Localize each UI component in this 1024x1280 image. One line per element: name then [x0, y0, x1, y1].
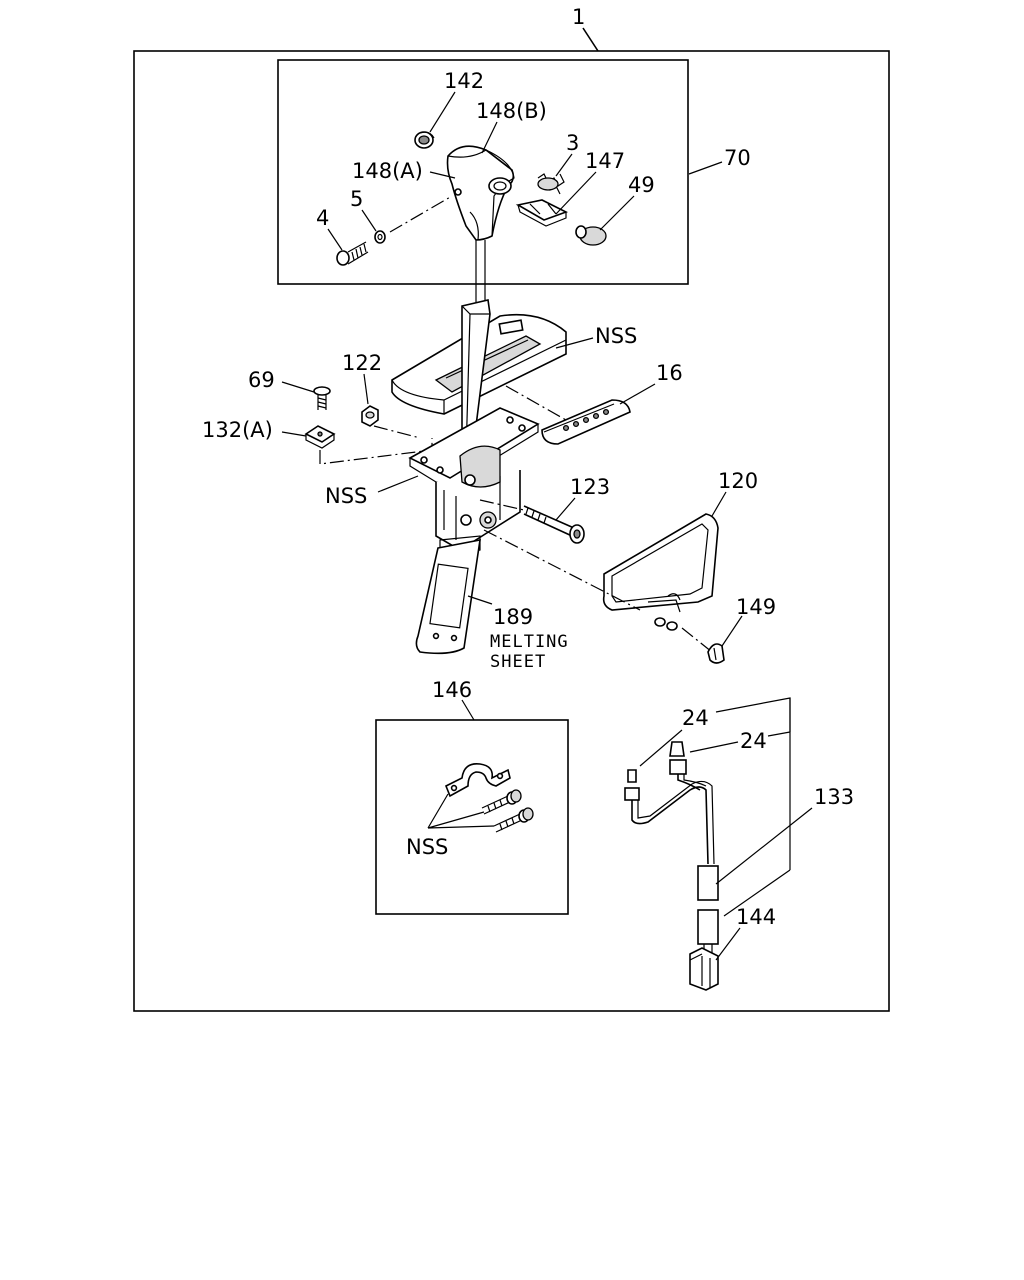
label-70: 70	[724, 146, 751, 170]
melting-sheet-189	[415, 539, 481, 655]
bracket-line-bottom	[723, 869, 791, 917]
axis-bolt-123	[479, 499, 525, 511]
label-5: 5	[350, 187, 363, 211]
label-122: 122	[342, 351, 382, 375]
shift-knob	[446, 145, 515, 241]
leader-nss-bezel	[555, 337, 594, 349]
leader-147	[555, 171, 597, 215]
bracket-group-frame	[375, 719, 569, 915]
label-4: 4	[316, 206, 329, 230]
axis-cable-frame	[483, 529, 641, 611]
label-120: 120	[718, 469, 758, 493]
leader-149	[721, 615, 743, 647]
leader-142	[429, 91, 456, 133]
saddle-bracket	[444, 762, 511, 798]
indicator-strip-16	[541, 399, 631, 445]
tube-assembly-133	[624, 741, 719, 954]
label-3: 3	[566, 131, 579, 155]
axis-clip-base	[319, 425, 433, 465]
leader-133	[715, 807, 813, 885]
label-148a: 148(A)	[352, 159, 423, 183]
leader-nss-base	[377, 475, 419, 493]
label-146: 146	[432, 678, 472, 702]
bolt-part-69	[313, 386, 331, 410]
axis-indicator-strip	[505, 385, 567, 421]
leader-49	[599, 195, 635, 231]
clip-part-149	[707, 643, 725, 664]
screw-part-4	[336, 241, 369, 266]
shifter-base	[408, 407, 540, 561]
leader-132a	[281, 431, 307, 437]
leader-24-upper	[639, 729, 683, 767]
plate-part-147	[515, 199, 569, 227]
leader-16	[619, 383, 656, 405]
label-148b: 148(B)	[476, 99, 547, 123]
cable-frame-120	[602, 513, 719, 631]
knob-group-frame	[277, 59, 689, 285]
label-133: 133	[814, 785, 854, 809]
clip-part-132a	[304, 425, 336, 449]
label-69: 69	[248, 368, 275, 392]
label-nss-bezel: NSS	[595, 324, 637, 348]
leader-146	[461, 699, 475, 721]
label-assembly: 1	[572, 5, 585, 29]
outer-assembly-frame	[133, 50, 890, 1012]
leader-189	[467, 595, 493, 605]
leader-3	[555, 153, 573, 177]
washer-part-5	[374, 230, 386, 244]
axis-clip-149	[681, 627, 713, 653]
nut-part-122	[361, 405, 379, 427]
leader-assembly	[582, 27, 599, 52]
leader-4	[327, 228, 343, 251]
leader-120	[711, 491, 727, 517]
leader-70	[688, 161, 723, 175]
label-147: 147	[585, 149, 625, 173]
label-16: 16	[656, 361, 683, 385]
label-144: 144	[736, 905, 776, 929]
leader-5	[361, 209, 377, 232]
label-149: 149	[736, 595, 776, 619]
spring-part-3	[537, 173, 565, 195]
bolt-part-123	[523, 505, 585, 544]
bracket-bolt-lower	[493, 807, 534, 833]
label-24-upper: 24	[682, 706, 709, 730]
label-sheet: SHEET	[490, 652, 546, 672]
label-melting: MELTING	[490, 632, 569, 652]
ring-part-142	[414, 131, 435, 149]
label-nss-base: NSS	[325, 484, 367, 508]
label-132a: 132(A)	[202, 418, 273, 442]
leader-24-lower	[689, 741, 739, 753]
leader-122	[363, 373, 369, 405]
leader-123	[555, 497, 576, 521]
label-nss-bracket: NSS	[406, 835, 448, 859]
leader-148a	[429, 171, 456, 179]
label-123: 123	[570, 475, 610, 499]
button-part-49	[575, 225, 607, 246]
label-24-lower: 24	[740, 729, 767, 753]
leader-144	[715, 927, 741, 961]
leader-69	[281, 381, 315, 393]
leader-nss-bracket	[427, 793, 495, 829]
axis-knob-screw	[389, 195, 453, 233]
bracket-bolt-upper	[481, 789, 522, 815]
label-189: 189	[493, 605, 533, 629]
connector-144	[689, 947, 719, 991]
leader-148b	[481, 121, 498, 154]
label-142: 142	[444, 69, 484, 93]
label-49: 49	[628, 173, 655, 197]
